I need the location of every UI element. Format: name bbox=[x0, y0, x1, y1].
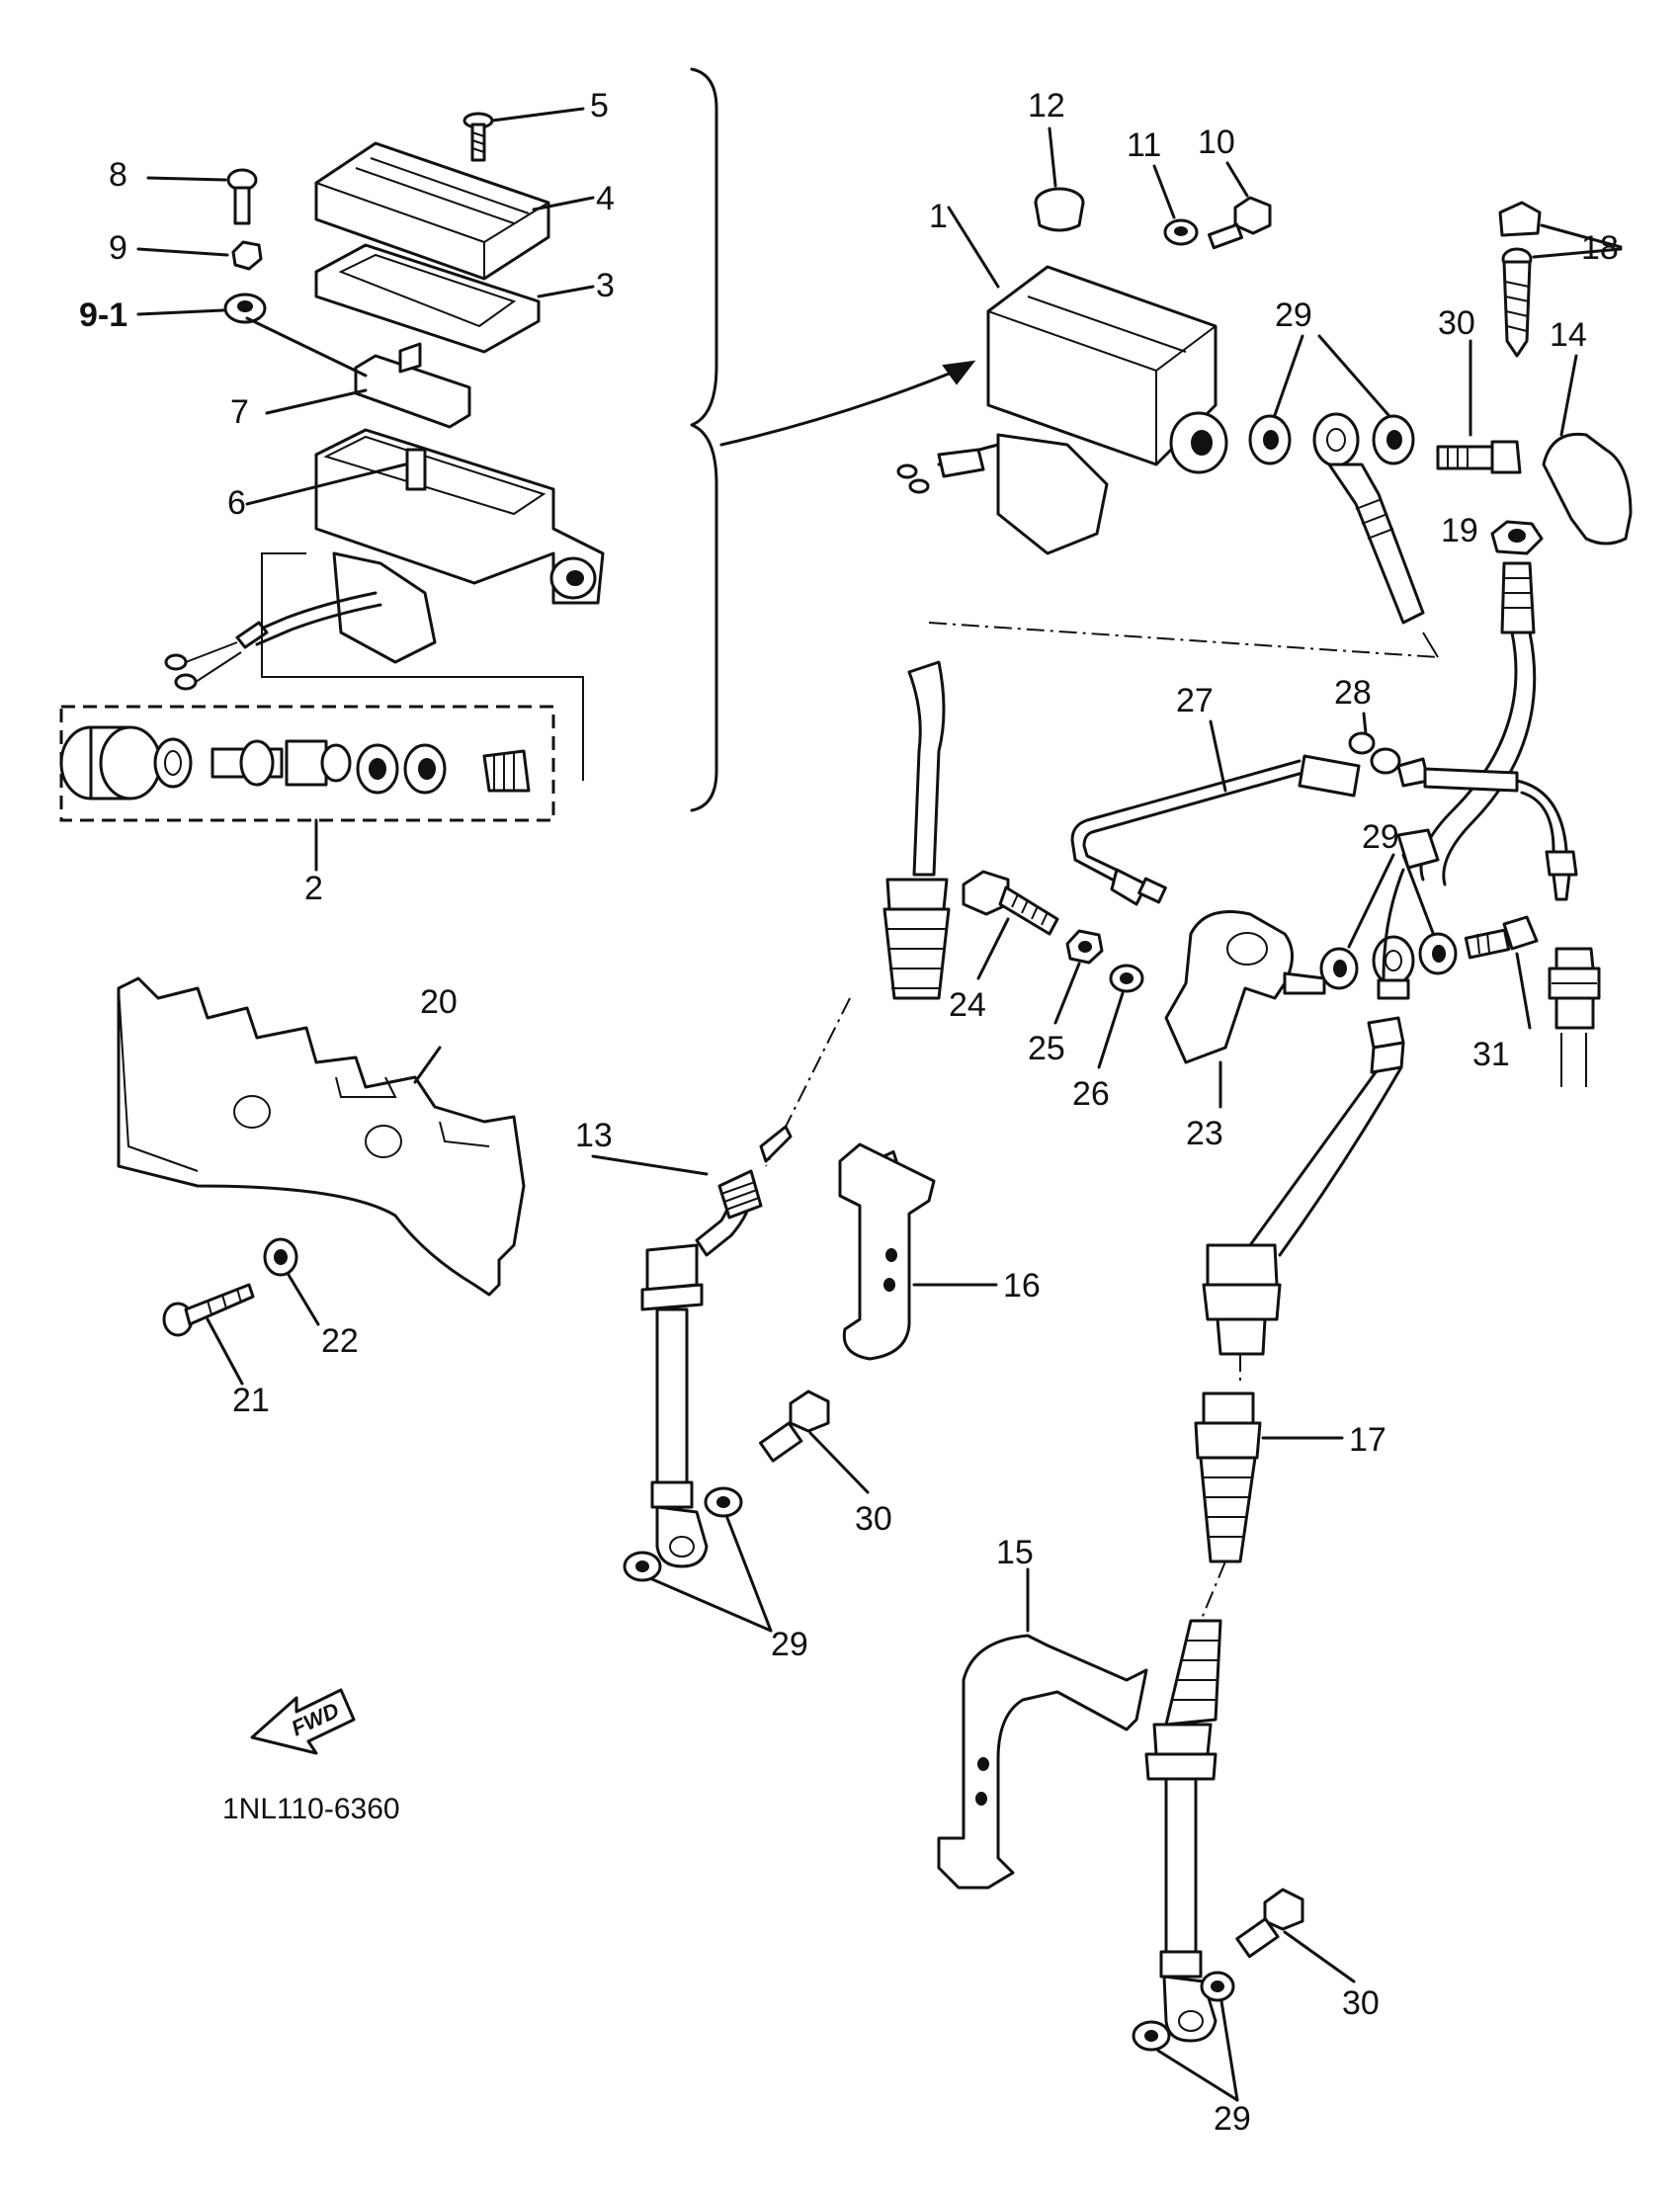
brake-hose-17 bbox=[1144, 1243, 1344, 2043]
diagram-code: 1NL110-6360 bbox=[222, 1793, 400, 1825]
label-17: 17 bbox=[1349, 1421, 1386, 1459]
label-23: 23 bbox=[1186, 1115, 1223, 1152]
label-27: 27 bbox=[1176, 682, 1214, 719]
label-19: 19 bbox=[1441, 512, 1478, 549]
label-7: 7 bbox=[230, 393, 249, 431]
reservoir-cap-4 bbox=[314, 141, 595, 281]
nut-25 bbox=[1053, 929, 1104, 1025]
diaphragm-3 bbox=[314, 243, 595, 354]
label-3: 3 bbox=[596, 267, 615, 304]
label-12: 12 bbox=[1028, 87, 1065, 125]
label-22: 22 bbox=[321, 1322, 359, 1360]
protector-20 bbox=[117, 976, 526, 1297]
label-4: 4 bbox=[596, 180, 615, 217]
washer-11 bbox=[1152, 164, 1199, 246]
label-21: 21 bbox=[232, 1382, 270, 1419]
master-cylinder-assembled-1 bbox=[896, 206, 1228, 555]
label-29-left: 29 bbox=[771, 1626, 808, 1663]
label-26: 26 bbox=[1072, 1075, 1110, 1113]
label-14: 14 bbox=[1550, 316, 1587, 354]
label-30-top: 30 bbox=[1438, 304, 1475, 342]
forward-direction-arrow: FWD bbox=[250, 1688, 356, 1755]
bolt-10 bbox=[1208, 161, 1272, 250]
master-cylinder-body bbox=[245, 428, 605, 664]
brake-pipe-upper-right bbox=[1419, 561, 1537, 886]
label-18: 18 bbox=[1581, 229, 1619, 267]
label-29-bottom: 29 bbox=[1214, 2100, 1251, 2138]
union-bolt-30-left bbox=[759, 1390, 870, 1494]
brake-pipe-center-right bbox=[1248, 828, 1440, 1257]
brake-light-switch-14 bbox=[1542, 354, 1633, 546]
label-13: 13 bbox=[575, 1117, 613, 1154]
washer-22 bbox=[263, 1237, 320, 1326]
switch-adapter-right bbox=[1548, 947, 1601, 1087]
banjo-washers-29-bottom bbox=[1132, 1971, 1239, 2102]
master-cylinder-exploded-group bbox=[59, 67, 976, 872]
label-30-bottom: 30 bbox=[1342, 1984, 1380, 2022]
union-bolt-30-top bbox=[1436, 339, 1522, 474]
label-6: 6 bbox=[227, 484, 246, 522]
label-29-top: 29 bbox=[1275, 296, 1312, 334]
washer-9-1 bbox=[136, 293, 267, 324]
cap-19 bbox=[1490, 520, 1544, 555]
callout-labels: 5 4 3 8 9 9-1 7 6 2 12 11 10 1 29 18 30 … bbox=[79, 87, 1619, 2138]
union-bolt-30-bottom bbox=[1235, 1888, 1356, 1983]
union-28 bbox=[1298, 712, 1430, 798]
master-cylinder-kit-2 bbox=[59, 705, 555, 872]
label-30-left: 30 bbox=[855, 1500, 892, 1538]
hose-guide-16 bbox=[838, 1142, 998, 1361]
label-31: 31 bbox=[1472, 1036, 1510, 1073]
label-25: 25 bbox=[1028, 1030, 1065, 1067]
banjo-washers-29-mid bbox=[1319, 853, 1458, 1000]
three-way-joint-23 bbox=[1164, 910, 1326, 1109]
plate-7 bbox=[245, 316, 471, 429]
washer-26 bbox=[1097, 964, 1144, 1069]
bleed-screw-18 bbox=[1498, 201, 1623, 358]
union-bolt-31 bbox=[1464, 915, 1539, 1030]
label-5: 5 bbox=[590, 87, 609, 125]
banjo-washers-29-lower-left bbox=[623, 1486, 773, 1633]
label-15: 15 bbox=[996, 1534, 1034, 1571]
nut-9 bbox=[136, 240, 263, 271]
brake-switch-wiring bbox=[164, 552, 584, 781]
brake-pipe-to-right bbox=[1423, 767, 1578, 901]
label-11: 11 bbox=[1127, 126, 1161, 164]
brake-hose-13 bbox=[591, 660, 951, 1568]
label-28: 28 bbox=[1334, 674, 1372, 712]
label-2: 2 bbox=[304, 870, 323, 907]
bolt-24 bbox=[962, 870, 1059, 980]
label-10: 10 bbox=[1198, 124, 1235, 161]
hose-guide-15 bbox=[937, 1567, 1148, 1890]
assembly-leader-line bbox=[928, 622, 1439, 658]
label-9: 9 bbox=[109, 229, 127, 267]
label-24: 24 bbox=[949, 986, 986, 1024]
label-20: 20 bbox=[420, 983, 458, 1021]
label-1: 1 bbox=[929, 198, 948, 235]
screw-5 bbox=[462, 107, 585, 162]
bolt-21 bbox=[162, 1283, 255, 1386]
banjo-washers-29-top bbox=[1248, 334, 1425, 625]
label-16: 16 bbox=[1003, 1267, 1041, 1305]
label-8: 8 bbox=[109, 156, 127, 194]
screw-8 bbox=[146, 168, 258, 225]
cap-12 bbox=[1034, 126, 1085, 232]
label-29-mid: 29 bbox=[1362, 818, 1399, 856]
brake-pipe-27 bbox=[1070, 719, 1304, 906]
label-9-1: 9-1 bbox=[79, 296, 127, 334]
